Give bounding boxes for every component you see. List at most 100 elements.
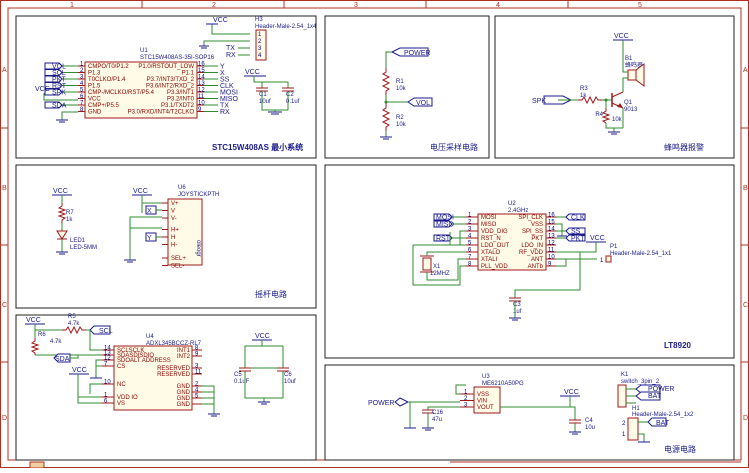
buzzer-circuit: VCC B1 蜂鸣器 SPK R3 1k Q1 9013 R4 10k	[532, 33, 645, 135]
p1-header-body	[605, 255, 612, 263]
u6-pin-label: V-	[171, 216, 177, 222]
u4-right-pins: 8INT19INT23RESERVED11RESERVED2GND4GND5GN…	[157, 346, 202, 408]
frame-col-1: 1	[70, 2, 74, 9]
u4-pin-label: VS	[117, 401, 125, 407]
h3-pin-2: 2	[258, 39, 262, 45]
u1-pin-num: 2	[80, 68, 84, 74]
u1-ref: U1	[140, 48, 148, 54]
rf-section-title: LT8920	[664, 341, 692, 350]
u2-pin-label: ANT	[531, 257, 543, 263]
u2-pin-num: 1	[468, 213, 472, 219]
u1-net-label: SS	[220, 77, 230, 84]
u3-ldo-body	[473, 386, 501, 414]
u2-pin-label: SPI_CLK	[518, 215, 543, 221]
u4-pin-num: 6	[104, 399, 108, 405]
mcu-circuit: H3 Header-Male-2.54_1x4 1 2 3 4 VCC TX R…	[35, 17, 317, 123]
k1-switch-body	[617, 384, 627, 408]
r1-value: 10k	[396, 86, 407, 92]
frame-row-c-right: C	[743, 302, 748, 309]
u1-pin-label: GND	[88, 110, 102, 116]
power-in-port	[394, 397, 410, 407]
r5-value: 4.7k	[68, 321, 80, 327]
u1-net-label: X	[220, 70, 225, 77]
u2-pin-num: 15	[548, 220, 555, 226]
buzzer-spk-label: SPK	[532, 98, 546, 105]
u4-pin-num: 5	[195, 394, 199, 400]
h3-header-body	[255, 29, 267, 61]
u4-pin-num: 1	[104, 393, 108, 399]
u1-pin-num: 1	[80, 62, 84, 68]
u2-pin-label: LDO_OUT	[481, 243, 510, 249]
u2-pin-label: MISO	[481, 222, 497, 228]
u1-pin-label: P3.1/TXDT2	[161, 103, 195, 109]
u4-pin-num: 14	[104, 346, 111, 352]
r3-ref: R3	[580, 86, 588, 92]
u2-net-label: RST	[436, 236, 451, 243]
frame-row-d-right: D	[743, 415, 748, 422]
u2-pin-label: XTALI	[481, 257, 498, 263]
h3-vcc-label: VCC	[213, 17, 228, 24]
r7-ref: R7	[66, 210, 74, 216]
u2-pin-num: 6	[468, 248, 472, 254]
frame-col-4: 4	[496, 2, 500, 9]
frame-row-b: B	[2, 185, 7, 192]
panel-voltage	[324, 15, 490, 159]
r4-ref: R4	[595, 112, 603, 118]
u1-pin-num: 11	[198, 94, 205, 100]
p1-value: Header-Male-2.54_1x1	[610, 251, 672, 257]
u4-pin-num: 4	[195, 388, 199, 394]
panel-buzzer	[494, 15, 735, 159]
u6-side-text: oleogr	[195, 240, 201, 257]
accel-vcc2-label: VCC	[72, 367, 87, 374]
h3-value: Header-Male-2.54_1x4	[255, 24, 317, 30]
u2-pin-num: 3	[468, 227, 472, 233]
u1-net-port	[44, 69, 63, 76]
u2-value: 2.4GHz	[508, 208, 528, 214]
accel-vcc-label: VCC	[26, 317, 41, 324]
c16-value: 47u	[432, 417, 442, 423]
u1-pin-label: P1.1	[182, 71, 195, 77]
u3-pin-num: 2	[464, 396, 468, 402]
u2-pin-num: 13	[548, 234, 555, 240]
frame-col-3: 3	[354, 2, 358, 9]
u1-net-label: SDA	[52, 103, 67, 110]
u2-net-label: SS	[571, 229, 581, 236]
c16-ref: C16	[432, 410, 444, 416]
h3-pin-3: 3	[258, 46, 262, 52]
joy-x-label: X	[147, 208, 152, 215]
u1-pin-num: 3	[80, 75, 84, 81]
p1-pin: 1	[600, 258, 604, 264]
joystick-section-title: 摇杆电路	[255, 289, 287, 299]
u4-pin-label: INT1	[177, 348, 191, 354]
u1-pin-num: 14	[198, 75, 205, 81]
u1-pin-label: P3.6/INT2/RXD_2	[146, 84, 195, 90]
u1-pin-label: CMP+/P5.5	[88, 103, 120, 109]
panel-rf	[324, 164, 735, 359]
voltage-vol-label: VOL	[416, 100, 430, 107]
rf-vcc-label: VCC	[590, 235, 605, 242]
u4-pin-label: VDD IO	[117, 395, 138, 401]
u1-pin-label: P3.2/INT0	[167, 97, 195, 103]
frame-col-5: 5	[638, 2, 642, 9]
c3-value: 1uf	[513, 309, 522, 315]
u2-net-port	[433, 213, 453, 221]
frame-row-a: A	[2, 67, 7, 74]
c1-value: 10uf	[259, 99, 271, 105]
u4-pin-label: RESERVED	[157, 372, 191, 378]
buzzer-vcc-label: VCC	[614, 33, 629, 40]
c6-ref: C6	[284, 372, 292, 378]
u1-net-port	[44, 62, 63, 70]
frame-row-b-right: B	[743, 185, 748, 192]
u4-pin-label: SCLSCLK	[117, 348, 144, 354]
buzzer-body	[627, 69, 637, 81]
u3-ref: U3	[482, 374, 490, 380]
u4-chip-body	[113, 345, 193, 411]
u2-pin-num: 2	[468, 220, 472, 226]
u2-pin-num: 8	[468, 262, 472, 268]
u2-net-port	[565, 227, 586, 235]
